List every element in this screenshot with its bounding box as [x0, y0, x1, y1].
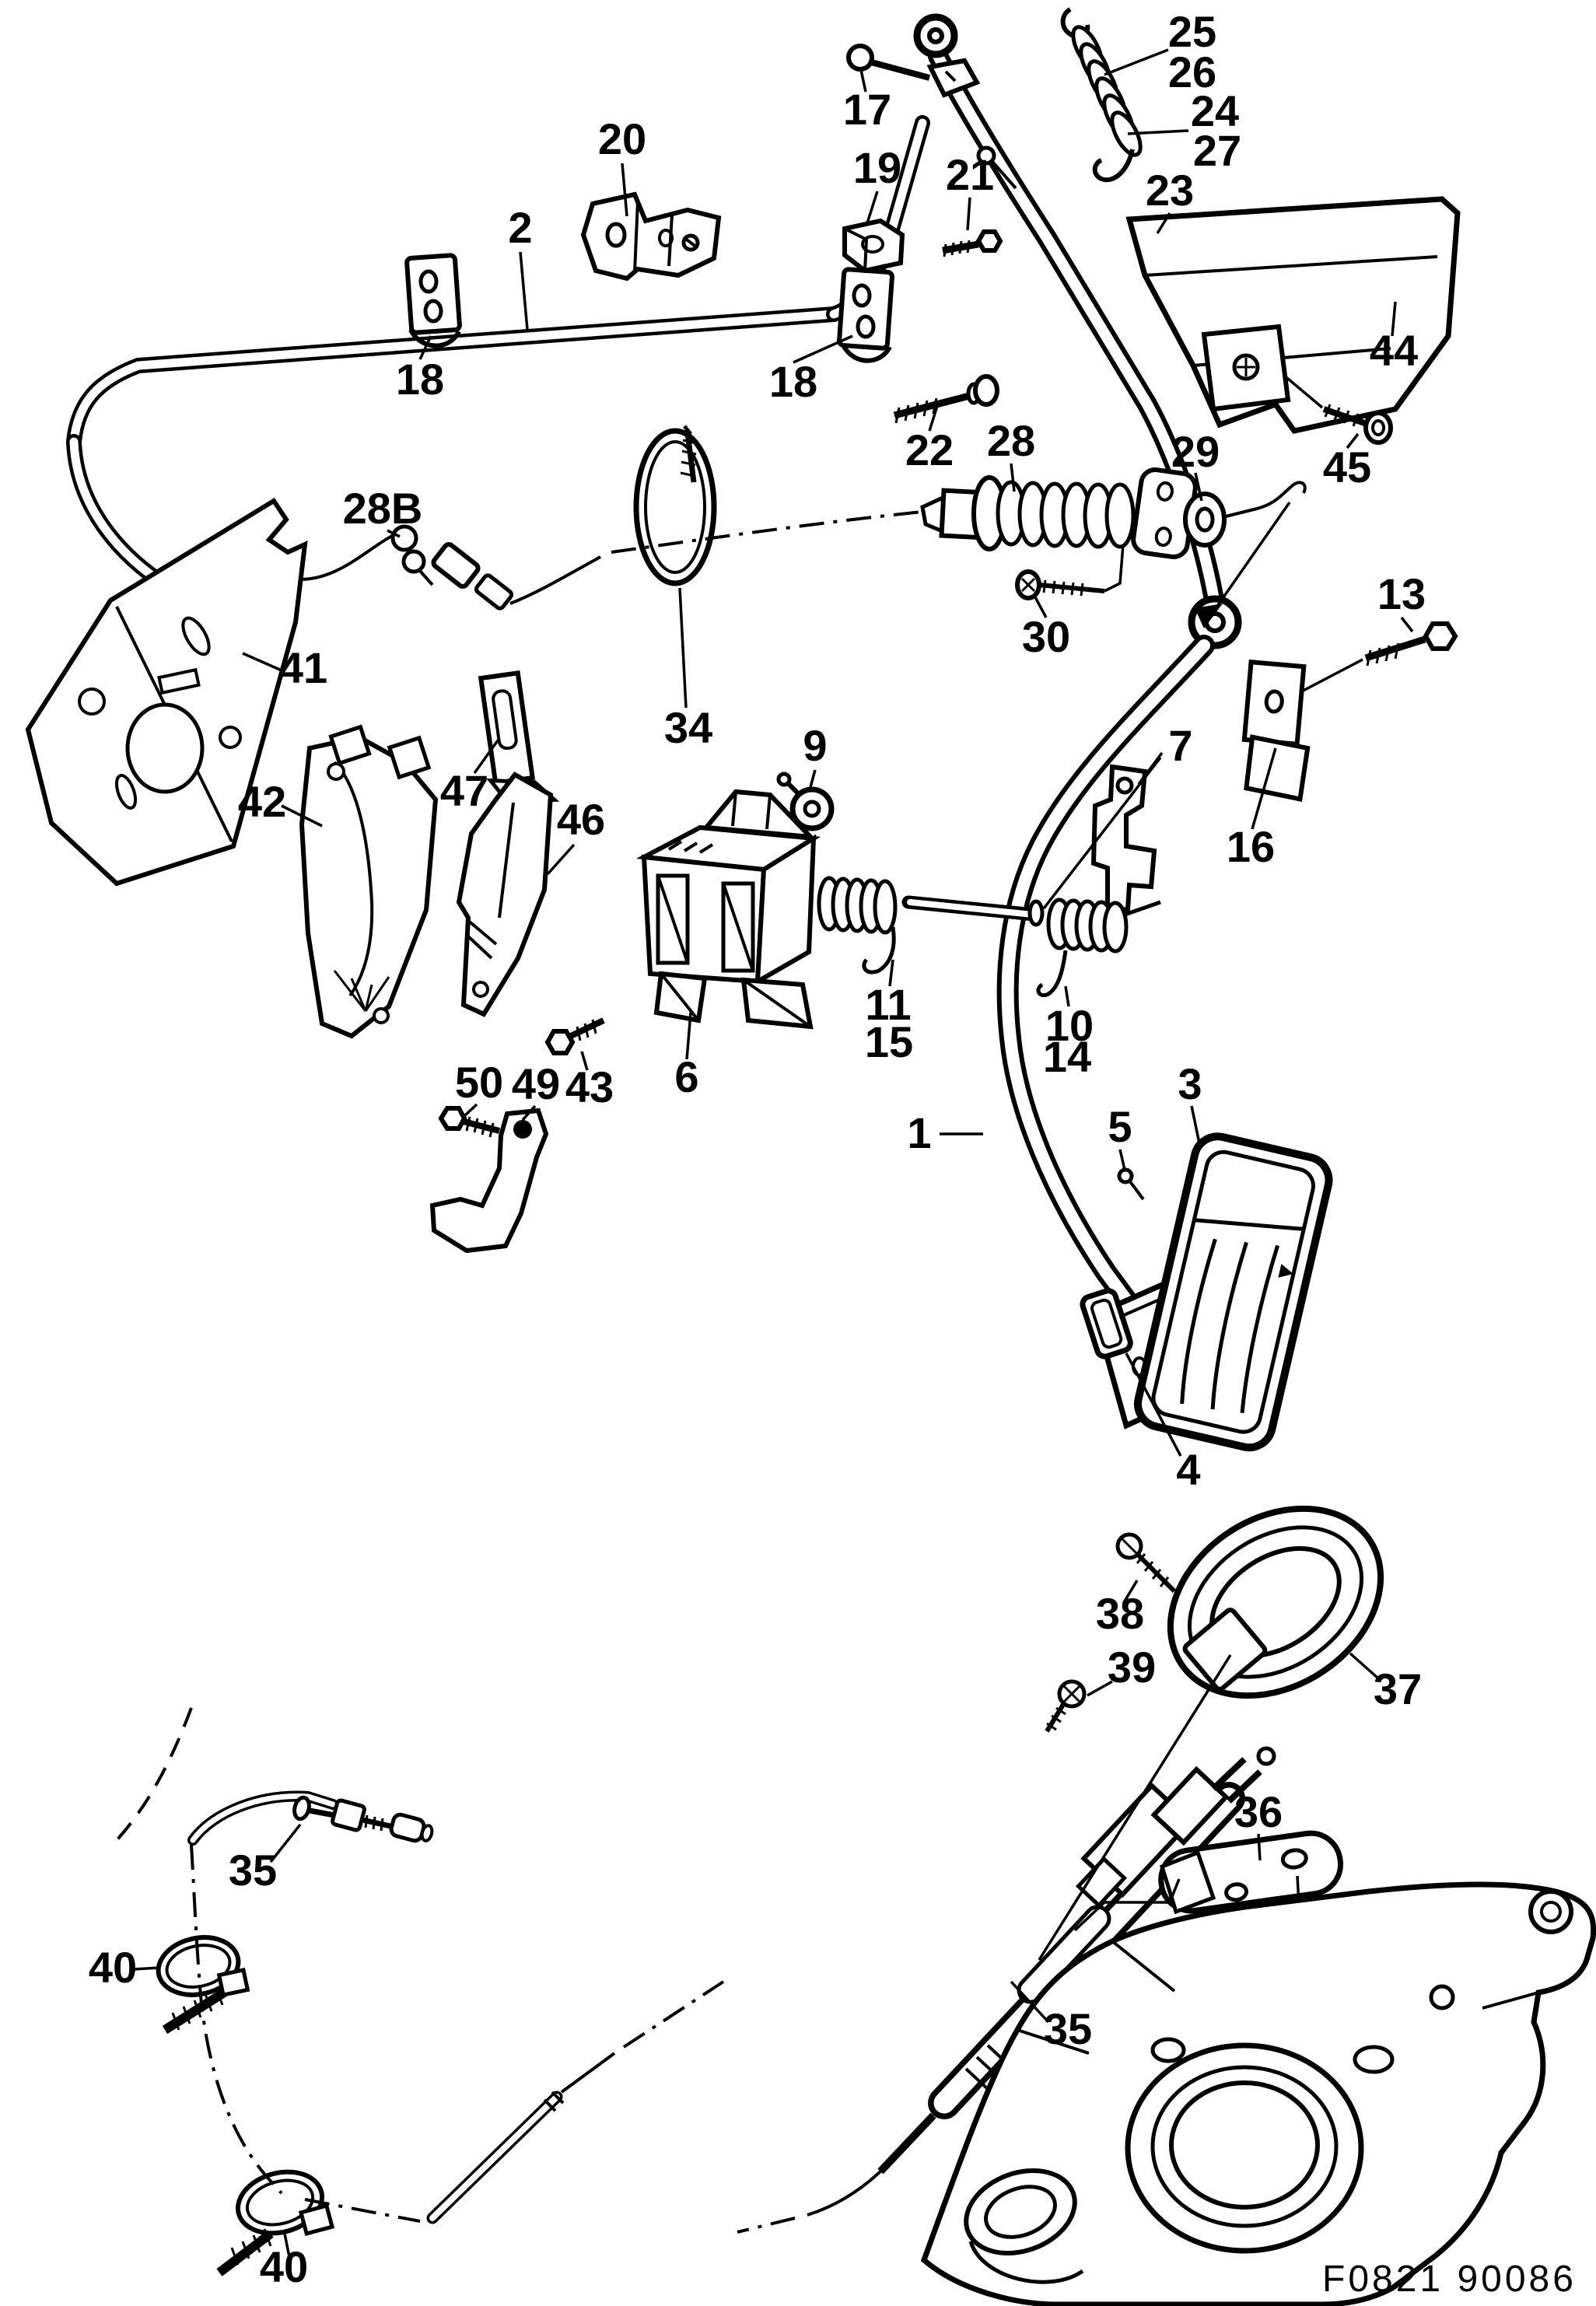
part-label-10: 10	[1045, 1001, 1094, 1050]
part-46-bracket	[456, 772, 554, 1017]
part-50-bolt	[438, 1106, 501, 1138]
part-label-6: 6	[674, 1052, 698, 1101]
part-label-50: 50	[455, 1058, 503, 1107]
part-label-5: 5	[1108, 1102, 1132, 1151]
part-label-46: 46	[557, 795, 605, 844]
part-label-27: 27	[1193, 126, 1241, 175]
part-49-lever	[429, 1108, 549, 1254]
part-label-40: 40	[260, 2242, 308, 2291]
part-10-14-spring	[1036, 898, 1161, 997]
part-label-44: 44	[1370, 326, 1418, 375]
part-label-43: 43	[565, 1062, 614, 1111]
part-17-clevis-pin	[846, 44, 981, 98]
part-label-38: 38	[1096, 1589, 1144, 1638]
part-4-pad-clip	[1080, 1288, 1133, 1359]
pivot-pin	[901, 895, 1045, 927]
part-label-40: 40	[89, 1943, 137, 1992]
leader-lines	[133, 48, 1414, 2258]
part-label-22: 22	[905, 425, 954, 474]
part-6-housing	[635, 789, 821, 1030]
part-35-cable-end	[187, 1790, 434, 1846]
part-5-pin	[1117, 1167, 1145, 1201]
part-label-41: 41	[279, 643, 327, 692]
part-20-bracket	[580, 191, 722, 282]
part-label-3: 3	[1178, 1059, 1202, 1108]
part-label-13: 13	[1377, 569, 1426, 618]
part-label-11: 11	[865, 980, 911, 1029]
part-label-14: 14	[1043, 1032, 1091, 1081]
part-label-4: 4	[1176, 1445, 1200, 1494]
part-13-bolt	[1293, 621, 1458, 697]
figure-code: F0821 90086	[1322, 2259, 1577, 2300]
transmission-housing	[920, 1881, 1596, 2306]
part-18-clamp-left	[404, 253, 462, 348]
part-label-23: 23	[1146, 166, 1194, 215]
part-11-15-spring	[817, 876, 898, 975]
part-40-tie-upper	[156, 1935, 250, 2035]
part-34-cable-tie	[633, 425, 717, 586]
part-label-49: 49	[512, 1059, 560, 1108]
part-9-pin-washer	[776, 772, 835, 831]
part-label-18: 18	[769, 357, 817, 406]
part-label-42: 42	[238, 777, 286, 826]
part-43-bolt	[544, 1017, 605, 1055]
part-41-plate	[25, 497, 308, 887]
part-45-screw	[1282, 373, 1393, 445]
part-label-15: 15	[865, 1017, 913, 1066]
part-28b-clip	[278, 524, 601, 611]
part-21-bolt	[942, 229, 1003, 257]
part-label-21: 21	[946, 150, 994, 199]
part-label-18: 18	[396, 355, 444, 404]
part-label-34: 34	[664, 703, 712, 752]
part-label-16: 16	[1227, 822, 1275, 871]
part-30-screw	[1015, 544, 1125, 600]
part-label-30: 30	[1022, 612, 1070, 661]
part-label-26: 26	[1168, 47, 1216, 96]
part-37-grommet	[1038, 1505, 1384, 1961]
part-label-9: 9	[803, 721, 827, 770]
part-label-1: 1	[907, 1108, 931, 1157]
part-label-28: 28	[987, 416, 1035, 465]
part-28-boot-assembly	[920, 467, 1198, 560]
part-7-hook-bracket	[1090, 764, 1157, 913]
part-24-27-spring	[1060, 7, 1143, 183]
part-3-pedal-pad	[1134, 1132, 1333, 1452]
cable-routing-bottom	[115, 1707, 725, 2224]
cable-end-and-arrow	[1195, 481, 1307, 628]
part-42-bracket	[299, 724, 439, 1039]
part-label-36: 36	[1234, 1787, 1283, 1836]
part-label-35: 35	[1044, 2004, 1092, 2053]
part-label-19: 19	[853, 143, 901, 192]
part-label-39: 39	[1108, 1643, 1156, 1692]
part-label-24: 24	[1191, 86, 1239, 135]
part-label-25: 25	[1168, 7, 1216, 56]
part-label-2: 2	[508, 203, 532, 252]
part-36-bracket	[1073, 1830, 1344, 1989]
part-label-47: 47	[440, 766, 488, 815]
part-label-28B: 28B	[343, 484, 423, 533]
part-39-screw	[1045, 1679, 1087, 1733]
part-29-washer	[1183, 492, 1227, 548]
part-label-35: 35	[229, 1846, 277, 1895]
part-40-tie-lower	[216, 2169, 335, 2276]
part-label-20: 20	[598, 114, 646, 163]
part-label-7: 7	[1168, 721, 1192, 770]
part-38-screw	[1115, 1532, 1177, 1594]
part-label-45: 45	[1323, 443, 1371, 492]
part-16-bracket	[1241, 659, 1311, 802]
part-18-clamp-right	[837, 267, 894, 363]
cable-routing-line	[611, 510, 923, 554]
part-19-clip-nut	[842, 218, 905, 274]
part-44-bracket-plate	[1125, 196, 1461, 434]
part-label-29: 29	[1171, 427, 1220, 476]
part-22-bolt	[893, 374, 999, 424]
part-label-17: 17	[843, 85, 891, 134]
part-label-37: 37	[1374, 1664, 1422, 1713]
